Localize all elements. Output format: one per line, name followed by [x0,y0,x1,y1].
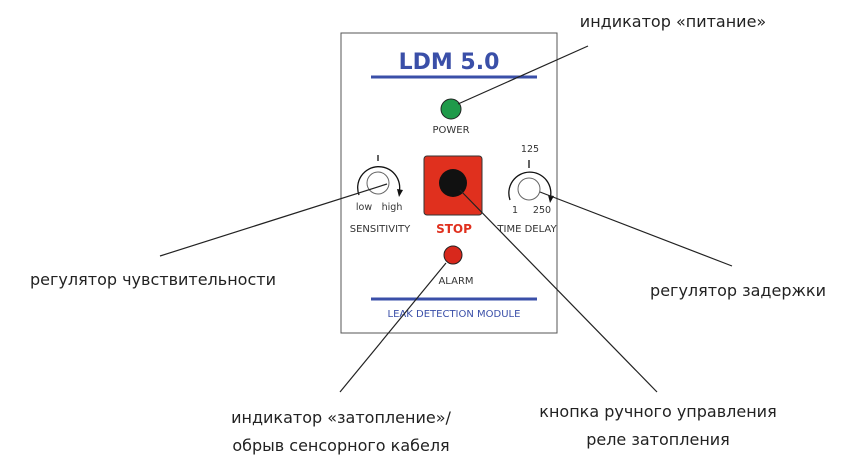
leader-line-sensitivity [159,183,388,257]
callout-stop-button-line1: кнопка ручного управления [539,402,776,421]
leader-line-delay [539,191,733,267]
callout-delay-regulator: регулятор задержки [650,281,826,300]
power-label: POWER [432,125,469,136]
callout-stop-button-line2: реле затопления [586,430,730,449]
sensitivity-scale-arc [357,166,401,196]
callout-alarm-indicator-line1: индикатор «затопление»/ [231,408,451,427]
time-delay-min-value: 1 [512,205,518,216]
alarm-label: ALARM [438,276,473,287]
leader-line-alarm [339,262,447,393]
power-indicator-led [440,98,462,120]
sensitivity-knob[interactable] [366,171,390,195]
sensitivity-arrow-icon [397,189,403,197]
sensitivity-max-label: high [382,202,403,213]
device-title: LDM 5.0 [399,50,500,75]
time-delay-label: TIME DELAY [496,224,557,235]
callout-alarm-indicator-line2: обрыв сенсорного кабеля [232,436,449,455]
callout-sensitivity-regulator: регулятор чувствительности [30,270,276,289]
leader-line-power [457,45,589,105]
callout-power-indicator: индикатор «питание» [580,12,766,31]
device-footer: LEAK DETECTION MODULE [388,309,521,320]
alarm-indicator-led [443,245,463,265]
sensitivity-label: SENSITIVITY [350,224,411,235]
time-delay-max-value: 250 [533,205,551,216]
time-delay-scale-arc [508,171,552,201]
time-delay-knob[interactable] [517,177,541,201]
sensitivity-min-label: low [356,202,372,213]
time-delay-top-value: 125 [521,144,539,155]
stop-label: STOP [436,222,472,236]
leader-line-stop [459,189,658,393]
